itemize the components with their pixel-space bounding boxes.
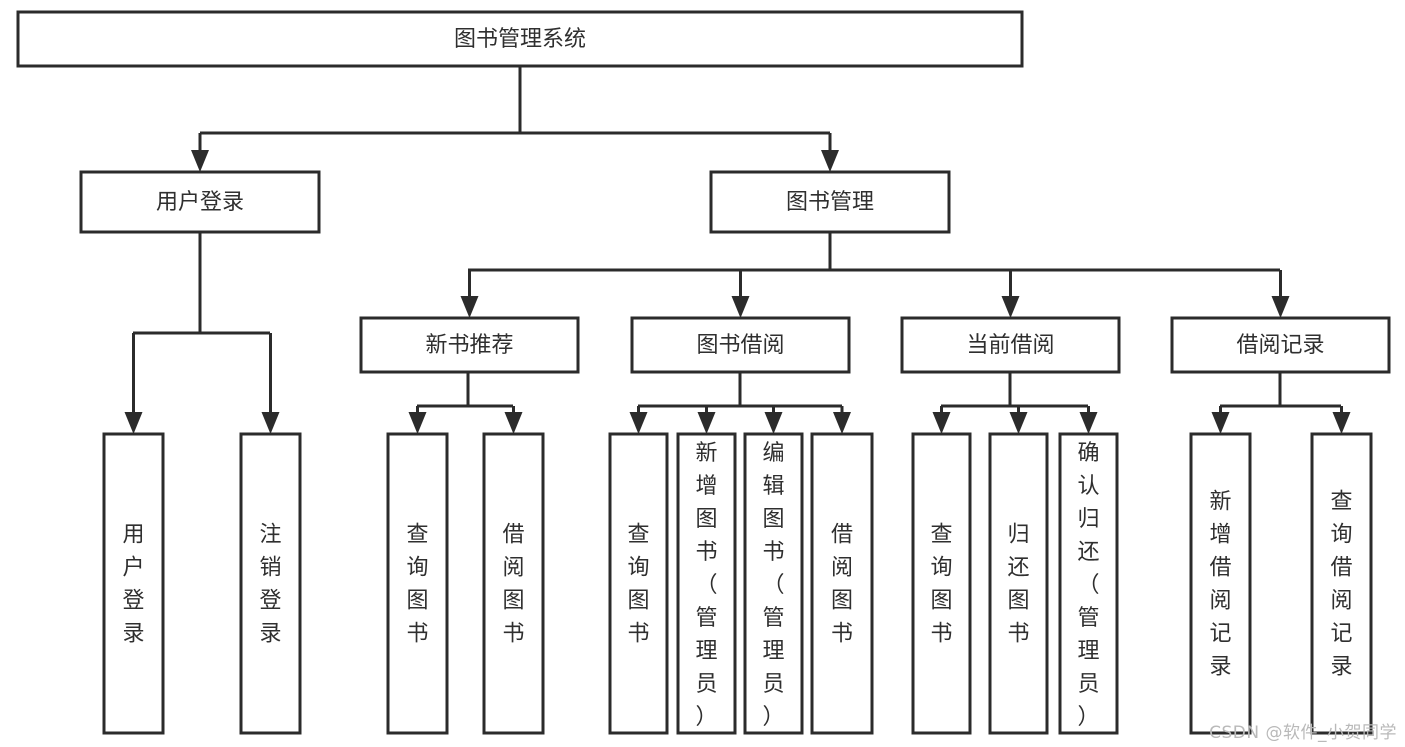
node-new-book-recommend[interactable]: 新书推荐 [359,316,580,374]
arrow-connector [124,333,143,434]
node-label: 用户登录 [122,523,144,647]
node-label: 新书推荐 [425,333,513,358]
csdn-watermark: CSDN @软件_小贺同学 [1209,723,1397,743]
node-leaf-borrow-book-recommend[interactable]: 借阅图书 [482,432,545,735]
node-user-login[interactable]: 用户登录 [79,170,321,234]
connector-rail-current [941,372,1088,408]
arrow-connector [1211,406,1230,434]
arrow-connector [1001,270,1020,318]
node-book-management[interactable]: 图书管理 [709,170,951,234]
connector-rail-records [1220,372,1341,408]
arrow-connector [764,406,783,434]
node-label: 归还图书 [1007,523,1029,647]
node-label: 注销登录 [259,523,281,647]
node-label: 新增图书（管理员） [695,441,717,730]
node-label: 借阅图书 [831,523,853,647]
node-borrow-records[interactable]: 借阅记录 [1170,316,1391,374]
connector-rail-user-login [133,232,270,335]
node-leaf-query-book-borrow[interactable]: 查询图书 [608,432,669,735]
node-layer: 图书管理系统用户登录图书管理新书推荐图书借阅当前借阅借阅记录用户登录注销登录查询… [16,10,1391,735]
node-leaf-add-book-admin[interactable]: 新增图书（管理员） [676,432,737,735]
arrow-connector [1009,406,1028,434]
arrow-connector [932,406,951,434]
arrow-connector [460,270,479,318]
node-leaf-query-book-recommend[interactable]: 查询图书 [386,432,449,735]
node-leaf-edit-book-admin[interactable]: 编辑图书（管理员） [743,432,804,735]
node-label: 借阅图书 [502,523,524,647]
node-label: 查询图书 [930,523,952,647]
arrow-connector [1332,406,1351,434]
arrow-connector [1271,270,1290,318]
arrow-connector [731,270,750,318]
node-label: 用户登录 [156,190,244,215]
connector-layer [124,66,1351,434]
node-leaf-add-borrow-record[interactable]: 新增借阅记录 [1189,432,1252,735]
node-leaf-borrow-book[interactable]: 借阅图书 [810,432,874,735]
node-label: 图书借阅 [696,333,784,358]
arrow-connector [833,406,851,434]
connector-rail-root [200,66,830,135]
arrow-connector [821,133,839,172]
node-label: 查询图书 [627,523,649,647]
connector-rail-level2 [468,232,1280,272]
node-book-borrow[interactable]: 图书借阅 [630,316,851,374]
arrow-connector [697,406,716,434]
connector-rail-recommend [417,372,513,408]
arrow-connector [504,406,523,434]
node-label: 编辑图书（管理员） [762,441,784,730]
arrow-connector [191,133,209,172]
node-label: 查询图书 [406,523,428,647]
node-label: 新增借阅记录 [1209,490,1231,680]
arrow-connector [1079,406,1098,434]
connector-rail-borrow [638,372,842,408]
node-root[interactable]: 图书管理系统 [16,10,1024,68]
node-leaf-user-login[interactable]: 用户登录 [102,432,165,735]
node-leaf-return-book[interactable]: 归还图书 [988,432,1049,735]
node-label: 借阅记录 [1236,333,1324,358]
node-label: 图书管理 [786,190,874,215]
arrow-connector [261,333,280,434]
node-label: 查询借阅记录 [1330,490,1352,680]
node-leaf-confirm-return-admin[interactable]: 确认归还（管理员） [1058,432,1119,735]
arrow-connector [408,406,427,434]
arrow-connector [629,406,648,434]
node-label: 确认归还（管理员） [1077,441,1099,730]
node-label: 当前借阅 [966,333,1054,358]
node-label: 图书管理系统 [454,27,586,52]
node-current-borrow[interactable]: 当前借阅 [900,316,1121,374]
node-leaf-query-borrow-record[interactable]: 查询借阅记录 [1310,432,1373,735]
node-leaf-query-book-current[interactable]: 查询图书 [911,432,972,735]
node-leaf-logout-login[interactable]: 注销登录 [239,432,302,735]
